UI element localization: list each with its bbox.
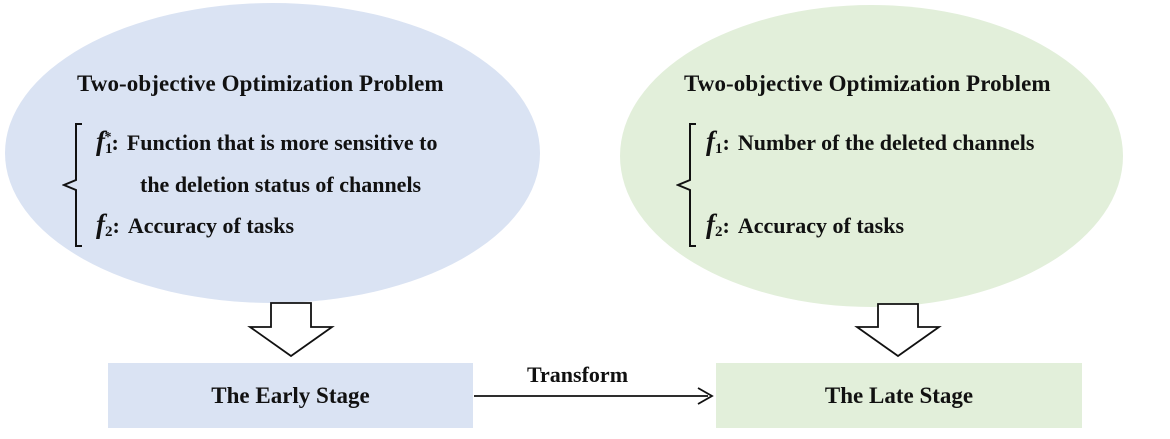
early-stage-label: The Early Stage [211,382,370,408]
right-objective-1: f1:Number of the deleted channels [706,126,1035,157]
transform-arrow-head [697,387,714,405]
early-stage-box: The Early Stage [108,363,473,428]
left-objective-brace [62,123,82,247]
right-objective-2-text: Accuracy of tasks [737,213,905,238]
left-problem-title: Two-objective Optimization Problem [77,71,444,96]
late-stage-box: The Late Stage [716,363,1082,428]
left-down-arrow [247,302,335,358]
left-objective-2-text: Accuracy of tasks [127,213,295,238]
early-stage-problem-ellipse [5,3,540,303]
f1-symbol: f1 [706,126,723,157]
right-problem-title: Two-objective Optimization Problem [684,71,1051,96]
right-down-arrow [854,303,942,358]
left-objective-1: f1*:Function that is more sensitive to [96,126,438,157]
left-objective-1-line-2: the deletion status of channels [140,172,422,197]
right-objective-brace [676,123,696,247]
right-objective-2: f2:Accuracy of tasks [706,209,905,240]
right-objective-1-text: Number of the deleted channels [737,130,1035,155]
late-stage-problem-ellipse [620,5,1123,307]
left-objective-1-line-1: Function that is more sensitive to [126,130,438,155]
late-stage-label: The Late Stage [824,382,974,408]
f2-symbol: f2 [706,209,723,240]
transform-label: Transform [527,362,629,387]
left-objective-2: f2:Accuracy of tasks [96,209,295,240]
f1-star-symbol: f1* [96,126,113,157]
f2-symbol: f2 [96,209,113,240]
